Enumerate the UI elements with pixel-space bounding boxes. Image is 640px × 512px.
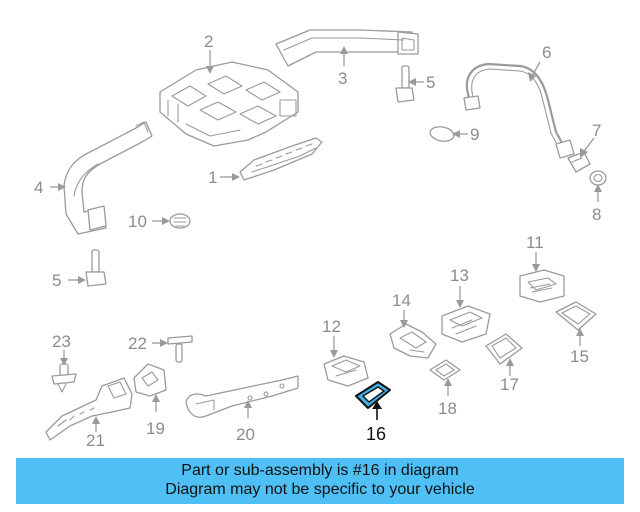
part-10-clip[interactable] <box>169 213 191 229</box>
callout-21-label: 21 <box>86 431 105 450</box>
part-5-clip-lower[interactable] <box>85 249 107 287</box>
callout-21: 21 <box>86 416 105 450</box>
callout-11: 11 <box>526 233 544 272</box>
callout-12: 12 <box>322 317 341 358</box>
banner-line-1: Part or sub-assembly is #16 in diagram <box>181 462 459 479</box>
part-11-vent[interactable] <box>519 269 565 303</box>
callout-20-label: 20 <box>236 425 255 444</box>
callout-10: 10 <box>128 212 170 231</box>
callout-4-label: 4 <box>34 178 43 197</box>
callout-20: 20 <box>236 400 255 444</box>
callout-18-label: 18 <box>438 399 457 418</box>
callout-22-label: 22 <box>128 334 147 353</box>
banner-line-2: Diagram may not be specific to your vehi… <box>165 481 475 498</box>
part-19-bracket[interactable] <box>133 363 167 397</box>
callout-19-label: 19 <box>146 419 165 438</box>
callout-7-label: 7 <box>592 121 601 140</box>
info-banner: Part or sub-assembly is #16 in diagram D… <box>16 458 624 504</box>
part-17-bezel[interactable] <box>485 333 523 365</box>
part-16-seal[interactable] <box>355 381 391 409</box>
callout-16-label: 16 <box>366 424 386 444</box>
callout-5a-label: 5 <box>426 73 435 92</box>
callout-13-label: 13 <box>450 266 469 285</box>
callout-23: 23 <box>52 332 71 366</box>
callout-9: 9 <box>452 125 479 144</box>
callout-14: 14 <box>392 291 411 328</box>
callout-5-lower: 5 <box>52 271 86 290</box>
callout-7: 7 <box>580 121 601 158</box>
callout-15-label: 15 <box>570 347 589 366</box>
callout-1-label: 1 <box>208 168 217 187</box>
callout-8: 8 <box>592 184 602 224</box>
part-12-vent[interactable] <box>323 355 369 387</box>
part-8-grommet[interactable] <box>589 170 607 186</box>
part-14-vent[interactable] <box>389 323 437 359</box>
part-7-connector[interactable] <box>567 151 591 173</box>
part-2-duct-housing[interactable] <box>159 61 299 147</box>
callout-8-label: 8 <box>592 205 601 224</box>
callout-23-label: 23 <box>52 332 71 351</box>
callout-6-label: 6 <box>542 43 551 62</box>
part-6-hose[interactable] <box>463 62 575 159</box>
part-1-louver[interactable] <box>239 137 323 181</box>
part-9-pad[interactable] <box>429 125 455 143</box>
callout-1: 1 <box>208 168 240 187</box>
callout-17-label: 17 <box>500 375 519 394</box>
part-15-bezel[interactable] <box>555 301 597 331</box>
callout-6: 6 <box>528 43 551 82</box>
callout-18: 18 <box>438 378 457 418</box>
callout-17: 17 <box>500 358 519 394</box>
part-20-long-duct[interactable] <box>185 375 299 418</box>
callout-4: 4 <box>34 178 66 197</box>
callout-13: 13 <box>450 266 469 308</box>
part-4-side-duct[interactable] <box>63 121 153 235</box>
callout-2-label: 2 <box>204 32 213 51</box>
callout-19: 19 <box>146 394 165 438</box>
callout-11-label: 11 <box>526 233 544 252</box>
callout-16: 16 <box>366 401 386 444</box>
callout-2: 2 <box>204 32 214 74</box>
part-5-clip-upper[interactable] <box>395 65 415 103</box>
callout-14-label: 14 <box>392 291 411 310</box>
callout-5-upper: 5 <box>408 73 435 92</box>
callout-22: 22 <box>128 334 168 353</box>
callout-12-label: 12 <box>322 317 341 336</box>
part-23-fastener[interactable] <box>51 363 77 393</box>
part-3-upper-duct[interactable] <box>275 29 419 67</box>
part-18-trim[interactable] <box>429 359 461 381</box>
callout-10-label: 10 <box>128 212 147 231</box>
callout-3-label: 3 <box>338 69 347 88</box>
part-22-pin[interactable] <box>167 335 193 363</box>
callout-3: 3 <box>338 46 348 88</box>
part-21-bracket[interactable] <box>45 377 133 441</box>
part-13-vent[interactable] <box>441 305 491 343</box>
callout-9-label: 9 <box>470 125 479 144</box>
callout-5b-label: 5 <box>52 271 61 290</box>
callout-15: 15 <box>570 328 589 366</box>
